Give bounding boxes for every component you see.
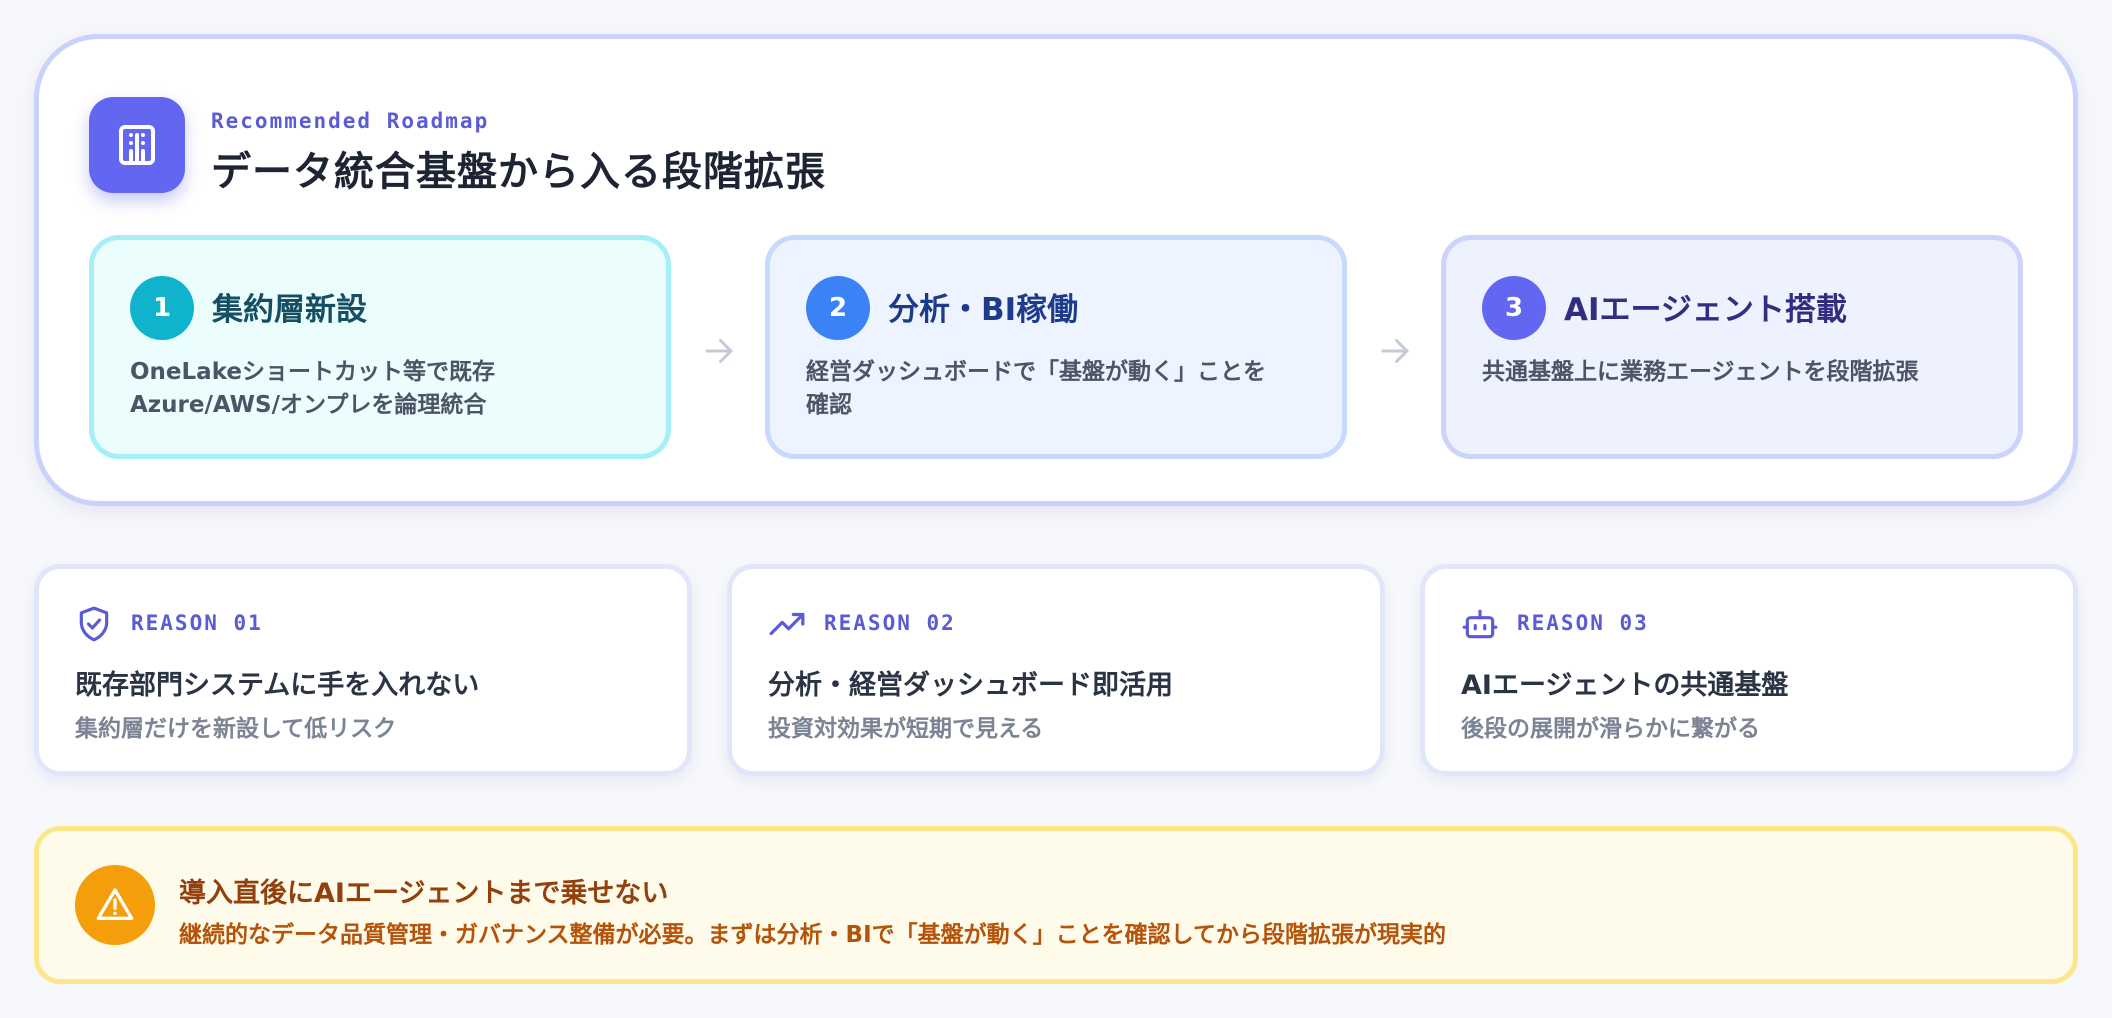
warning-callout: 導入直後にAIエージェントまで乗せない 継続的なデータ品質管理・ガバナンス整備が… bbox=[34, 826, 2078, 984]
page-title: データ統合基盤から入る段階拡張 bbox=[211, 149, 826, 195]
step-title: 集約層新設 bbox=[212, 292, 367, 328]
step-title: AIエージェント搭載 bbox=[1564, 292, 1847, 328]
reason-label: REASON 02 bbox=[824, 611, 956, 635]
step-card-2: 2 分析・BI稼働 経営ダッシュボードで「基盤が動く」ことを 確認 bbox=[765, 235, 1347, 459]
reason-subtitle: 後段の展開が滑らかに繋がる bbox=[1461, 716, 1760, 742]
step-description: OneLakeショートカット等で既存 Azure/AWS/オンプレを論理統合 bbox=[130, 359, 495, 418]
warning-description: 継続的なデータ品質管理・ガバナンス整備が必要。まずは分析・BIで「基盤が動く」こ… bbox=[179, 922, 1446, 948]
step-card-3: 3 AIエージェント搭載 共通基盤上に業務エージェントを段階拡張 bbox=[1441, 235, 2023, 459]
roadmap-eyebrow: Recommended Roadmap bbox=[211, 109, 490, 133]
reason-subtitle: 投資対効果が短期で見える bbox=[768, 716, 1044, 742]
trending-up-icon bbox=[769, 612, 805, 636]
reason-label: REASON 01 bbox=[131, 611, 263, 635]
building-icon bbox=[89, 97, 185, 193]
step-card-1: 1 集約層新設 OneLakeショートカット等で既存 Azure/AWS/オンプ… bbox=[89, 235, 671, 459]
reason-card-1: REASON 01 既存部門システムに手を入れない 集約層だけを新設して低リスク bbox=[34, 564, 692, 776]
step-description: 共通基盤上に業務エージェントを段階拡張 bbox=[1482, 359, 1919, 385]
step-number-badge: 2 bbox=[806, 276, 870, 340]
step-number-badge: 3 bbox=[1482, 276, 1546, 340]
shield-check-icon bbox=[79, 606, 109, 642]
reason-title: 分析・経営ダッシュボード即活用 bbox=[768, 670, 1173, 701]
warning-triangle-icon bbox=[75, 865, 155, 945]
roadmap-card: Recommended Roadmap データ統合基盤から入る段階拡張 1 集約… bbox=[34, 34, 2078, 506]
warning-title: 導入直後にAIエージェントまで乗せない bbox=[179, 878, 669, 909]
reason-card-3: REASON 03 AIエージェントの共通基盤 後段の展開が滑らかに繋がる bbox=[1420, 564, 2078, 776]
reason-title: AIエージェントの共通基盤 bbox=[1461, 670, 1789, 701]
reason-subtitle: 集約層だけを新設して低リスク bbox=[75, 716, 397, 742]
robot-icon bbox=[1462, 609, 1498, 639]
arrow-right-icon bbox=[699, 331, 739, 371]
reason-label: REASON 03 bbox=[1517, 611, 1649, 635]
reason-card-2: REASON 02 分析・経営ダッシュボード即活用 投資対効果が短期で見える bbox=[727, 564, 1385, 776]
step-description: 経営ダッシュボードで「基盤が動く」ことを 確認 bbox=[806, 359, 1266, 418]
step-title: 分析・BI稼働 bbox=[888, 292, 1079, 328]
reason-title: 既存部門システムに手を入れない bbox=[75, 670, 480, 701]
step-number-badge: 1 bbox=[130, 276, 194, 340]
arrow-right-icon bbox=[1375, 331, 1415, 371]
